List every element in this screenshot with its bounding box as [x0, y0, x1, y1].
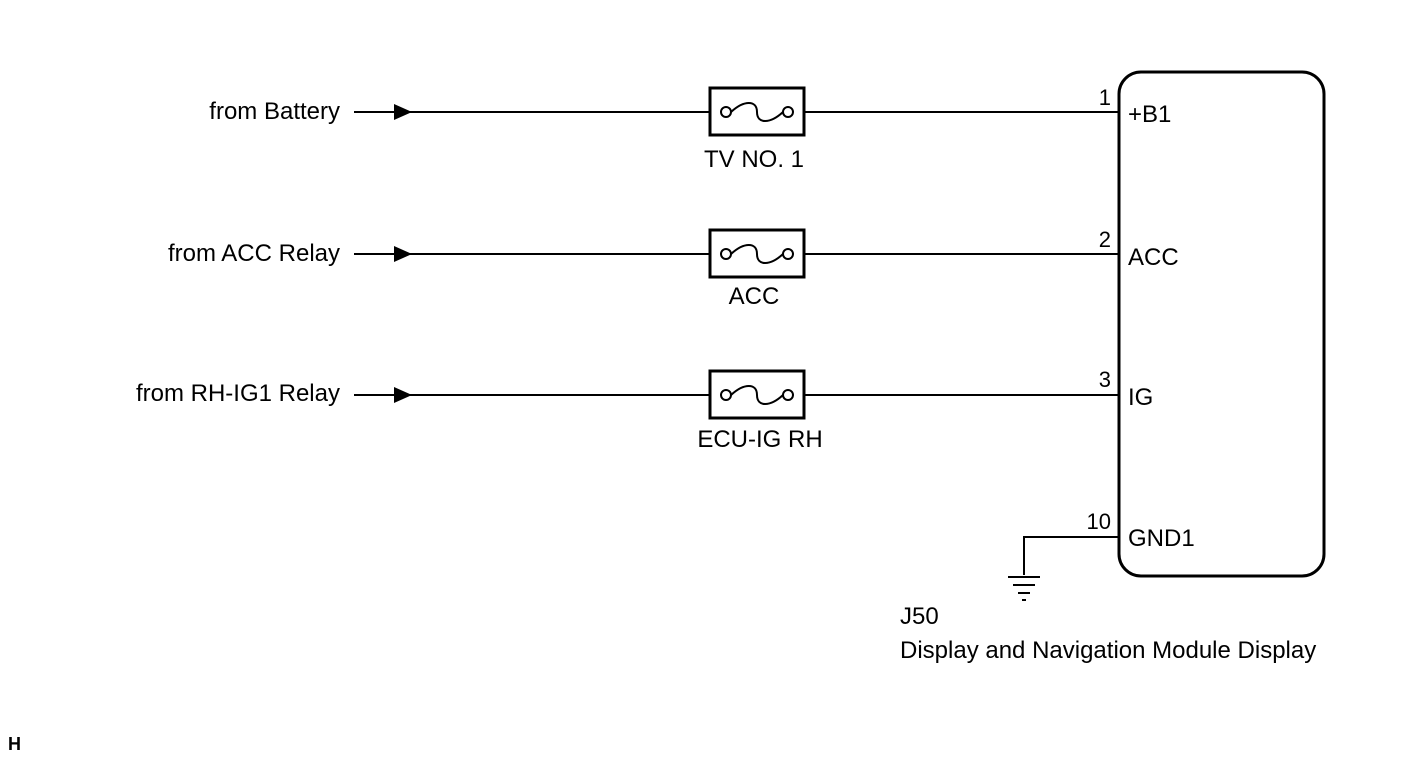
source-label: from ACC Relay [168, 240, 340, 267]
fuse-label: ECU-IG RH [697, 426, 822, 453]
corner-mark: H [8, 734, 21, 754]
module-name: Display and Navigation Module Display [900, 637, 1316, 664]
ground-wire [1023, 536, 1119, 575]
terminal-label: IG [1128, 384, 1153, 411]
fuse-symbol [708, 228, 806, 279]
fuse-symbol [708, 86, 806, 137]
fuse-label: TV NO. 1 [704, 146, 804, 173]
ground-circuit: 10 GND1 [1008, 509, 1195, 601]
terminal-label: GND1 [1128, 525, 1195, 552]
terminal-label: +B1 [1128, 101, 1171, 128]
ground-icon [1008, 576, 1040, 601]
source-label: from Battery [209, 98, 340, 125]
connector-code: J50 [900, 603, 939, 630]
circuit-rh-ig1-relay: from RH-IG1 Relay ECU-IG RH 3 IG [136, 367, 1153, 453]
pin-number: 2 [1099, 227, 1111, 252]
arrow-right-icon [394, 387, 412, 403]
circuit-acc-relay: from ACC Relay ACC 2 ACC [168, 227, 1179, 310]
arrow-right-icon [394, 246, 412, 262]
source-label: from RH-IG1 Relay [136, 380, 340, 407]
arrow-right-icon [394, 104, 412, 120]
terminal-label: ACC [1128, 244, 1179, 271]
fuse-symbol [708, 369, 806, 420]
pin-number: 10 [1087, 509, 1111, 534]
pin-number: 1 [1099, 85, 1111, 110]
module-outline [1117, 70, 1326, 578]
circuit-battery: from Battery TV NO. 1 1 +B1 [209, 85, 1171, 173]
pin-number: 3 [1099, 367, 1111, 392]
fuse-label: ACC [729, 283, 780, 310]
module: J50 Display and Navigation Module Displa… [900, 70, 1326, 664]
